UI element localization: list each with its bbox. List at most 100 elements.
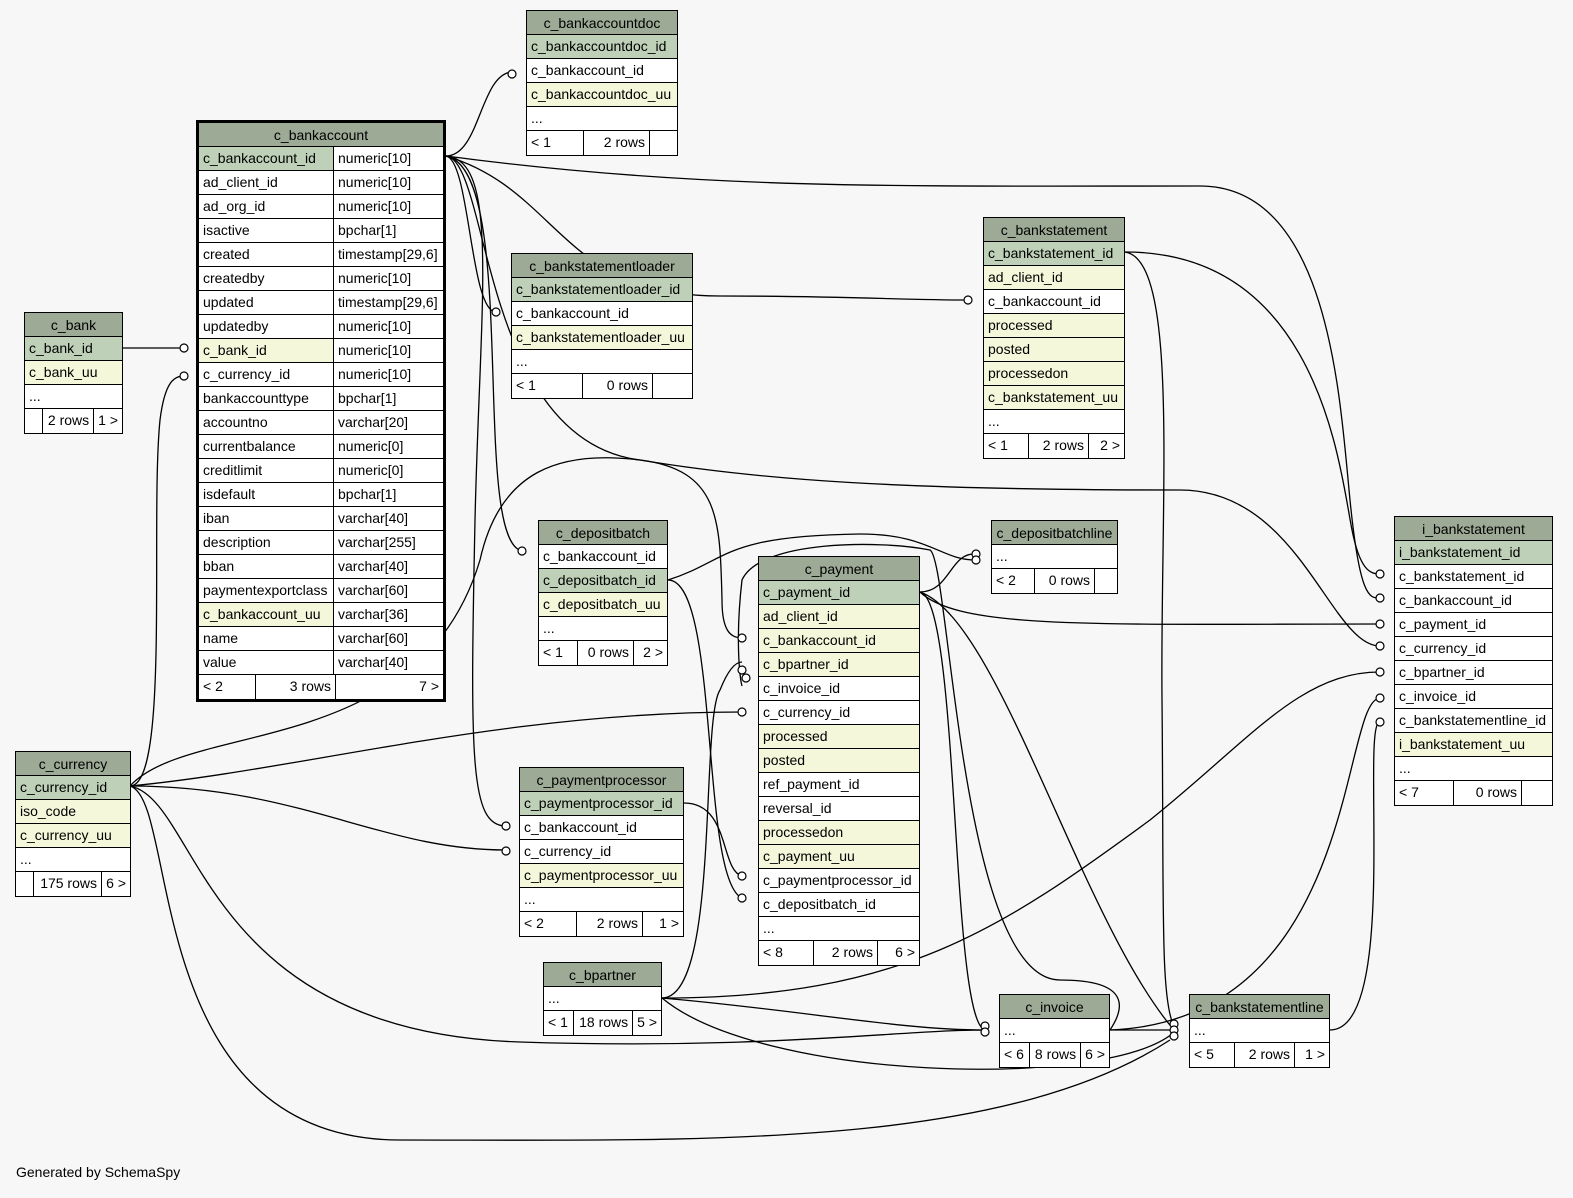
edge-marker-circle [737,871,747,881]
column-name: ... [29,388,41,404]
column-type: bpchar[1] [333,387,443,410]
parents-count: < 2 [996,572,1016,588]
column-name: ... [516,353,528,369]
edge-c-currency-to-c-paymentprocessor [129,785,507,851]
column-name: reversal_id [763,800,832,816]
column-name: updated [203,294,254,310]
table-title: c_bpartner [544,963,661,987]
edge-c-payment-to-i-bankstatement [919,591,1381,625]
parents-count: < 5 [1194,1046,1214,1062]
column-type: varchar[60] [333,579,443,602]
column-name: posted [763,752,806,768]
column-type: bpchar[1] [333,483,443,506]
table-c-depositbatchline[interactable]: c_depositbatchline ... < 2 0 rows [991,520,1118,594]
edge-c-payment-to-c-invoice [919,591,986,1031]
column-name: ... [1004,1022,1016,1038]
edge-marker-circle [179,371,189,381]
column-name: ... [763,920,775,936]
column-type: varchar[20] [333,411,443,434]
table-c-bankstatementloader[interactable]: c_bankstatementloader c_bankstatementloa… [511,253,693,399]
column-name: c_currency_id [524,843,612,859]
table-i-bankstatement[interactable]: i_bankstatement i_bankstatement_id c_ban… [1394,516,1553,806]
column-type: numeric[10] [333,315,443,338]
edge-marker-circle [1375,717,1385,727]
column-name: c_paymentprocessor_id [524,795,673,811]
table-c-bankaccountdoc[interactable]: c_bankaccountdoc c_bankaccountdoc_id c_b… [526,10,678,156]
edge-c-bankaccount-to-i-bankstatement [445,155,1381,599]
column-name: c_currency_id [20,779,108,795]
column-name: c_bank_id [199,339,333,362]
table-c-invoice[interactable]: c_invoice ... < 6 8 rows 6 > [999,994,1110,1068]
table-c-bpartner[interactable]: c_bpartner ... < 1 18 rows 5 > [543,962,662,1036]
edge-c-bpartner-to-c-bankstatementline [661,997,1173,1070]
table-c-bankstatementline[interactable]: c_bankstatementline ... < 5 2 rows 1 > [1189,994,1330,1068]
children-count [649,131,677,155]
edge-marker-circle [1375,641,1385,651]
column-name: bankaccounttype [203,390,309,406]
table-title: c_bankaccount [199,123,443,147]
table-title: c_currency [16,752,130,776]
parents-count [25,409,42,433]
row-count: 2 rows [41,409,93,433]
column-name: iban [203,510,230,526]
children-count: 6 > [877,941,919,965]
table-footer: < 2 0 rows [992,569,1117,593]
edge-marker-circle [517,546,527,556]
edge-c-bankstatement-to-c-bankstatementline [1124,251,1175,1027]
table-footer: < 1 2 rows [527,131,677,155]
column-name: c_depositbatch_id [763,896,876,912]
edge-marker-circle [971,555,981,565]
table-footer: < 1 2 rows 2 > [984,434,1124,458]
column-name: c_bankstatement_uu [988,389,1118,405]
table-title: c_depositbatchline [992,521,1117,545]
edge-c-currency-to-c-payment [129,711,743,787]
edge-c-currency-to-i-bankstatement [129,457,1381,787]
table-footer: < 5 2 rows 1 > [1190,1043,1329,1067]
column-type: numeric[10] [333,363,443,386]
column-name: paymentexportclass [203,582,328,598]
children-count [652,374,692,398]
children-count: 1 > [93,409,122,433]
edge-marker-circle [1169,1031,1179,1041]
column-name: posted [988,341,1031,357]
table-title: c_bankstatement [984,218,1124,242]
table-footer: 175 rows 6 > [16,872,130,896]
edge-c-bankaccount-to-c-depositbatch [445,155,523,552]
column-name: ad_client_id [988,269,1063,285]
column-name: ref_payment_id [763,776,860,792]
table-c-depositbatch[interactable]: c_depositbatch c_bankaccount_id c_deposi… [538,520,668,666]
column-name: ... [543,620,555,636]
edge-c-bankstatementline-to-i-bankstatement [1329,721,1381,1031]
column-name: c_bankstatement_id [1399,568,1525,584]
table-c-payment[interactable]: c_payment c_payment_id ad_client_id c_ba… [758,556,920,966]
table-footer: < 1 18 rows 5 > [544,1011,661,1035]
edge-c-depositbatch-to-c-depositbatchline [667,533,977,581]
edge-c-currency-to-c-invoice [129,785,986,1045]
table-footer: 2 rows 1 > [25,409,122,433]
table-title: c_payment [759,557,919,581]
column-name: c_bankaccount_id [524,819,637,835]
column-name: c_paymentprocessor_uu [524,867,678,883]
row-count: 0 rows [1453,781,1521,805]
edge-marker-circle [980,1027,990,1037]
edge-marker-circle [507,69,517,79]
table-c-paymentprocessor[interactable]: c_paymentprocessor c_paymentprocessor_id… [519,767,684,937]
column-type: numeric[10] [333,147,443,170]
table-c-bankstatement[interactable]: c_bankstatement c_bankstatement_id ad_cl… [983,217,1125,459]
edge-c-bpartner-to-i-bankstatement [661,671,1381,999]
column-name: ... [988,413,1000,429]
parents-count: < 2 [203,678,223,694]
column-name: c_bankaccount_id [531,62,644,78]
column-name: c_currency_id [763,704,851,720]
column-name: isactive [203,222,250,238]
column-name: i_bankstatement_uu [1399,736,1526,752]
row-count: 18 rows [573,1011,632,1035]
parents-count: < 1 [988,437,1008,453]
table-c-bank[interactable]: c_bank c_bank_id c_bank_uu ... 2 rows 1 … [24,312,123,434]
edge-c-payment-to-c-depositbatchline [919,553,977,593]
column-type: timestamp[29,6] [333,243,443,266]
column-name: c_bank_id [29,340,93,356]
table-title: c_bankstatementline [1190,995,1329,1019]
table-c-currency[interactable]: c_currency c_currency_id iso_code c_curr… [15,751,131,897]
